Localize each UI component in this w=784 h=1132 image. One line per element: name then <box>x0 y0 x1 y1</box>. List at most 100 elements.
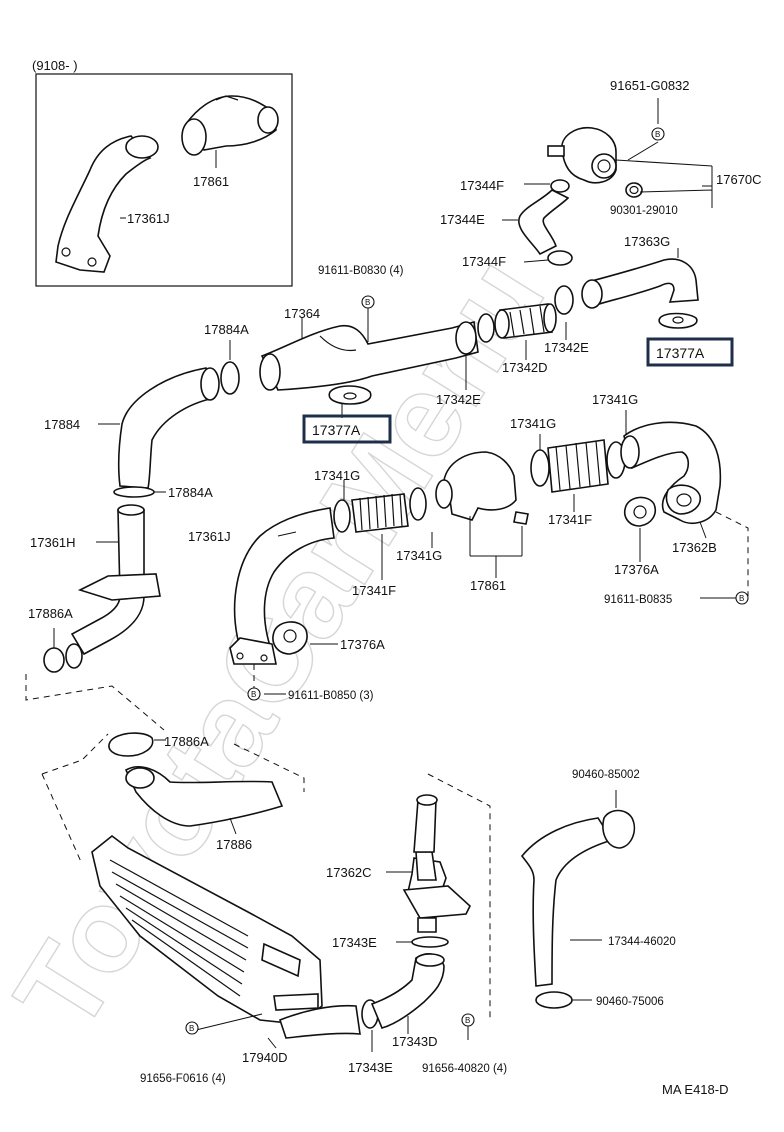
clamp-17344f-top <box>550 179 570 193</box>
hose-17884 <box>117 367 215 489</box>
hose-17344-46020-group <box>520 790 636 1009</box>
inset-elbow-17861 <box>185 95 277 151</box>
label-17342e-left: 17342E <box>436 392 481 407</box>
hose-17344e <box>518 189 570 256</box>
label-17376a-left: 17376A <box>340 637 385 652</box>
highlighted-part-17377a-left[interactable]: 17377A <box>302 414 392 444</box>
gasket-17376a-right <box>624 496 656 527</box>
pipe-17361h-group <box>43 504 161 673</box>
pipe-17361j <box>233 507 335 662</box>
pipe-17364 <box>260 320 479 391</box>
intercooler-group: B <box>91 732 379 1052</box>
label-90460-85002: 90460-85002 <box>572 769 640 781</box>
gasket-17377a-left <box>328 385 372 405</box>
pipe-17361h <box>70 509 145 656</box>
inset-label-17861: 17861 <box>193 174 229 189</box>
highlighted-part-17377a-right[interactable]: 17377A <box>646 337 734 367</box>
label-17341g-low: 17341G <box>396 548 442 563</box>
label-90301-29010: 90301-29010 <box>610 205 678 217</box>
clamp-17341g-left <box>333 499 351 533</box>
bolt-symbol-icon <box>361 295 375 309</box>
gasket-17377a-right <box>658 312 698 329</box>
label-17341g-mid: 17341G <box>510 416 556 431</box>
label-17343e-bot: 17343E <box>348 1060 393 1075</box>
label-91611-b0830: 91611-B0830 (4) <box>318 265 404 277</box>
label-17861: 17861 <box>470 578 506 593</box>
bolt-symbol-icon <box>735 591 749 605</box>
inset-label-17361j: 17361J <box>127 211 170 226</box>
label-17344-46020: 17344-46020 <box>608 936 676 948</box>
clamp-17886a-top <box>43 647 65 673</box>
label-17361j: 17361J <box>188 529 231 544</box>
label-17884a-top: 17884A <box>204 322 249 337</box>
label-diagram-code: MA E418-D <box>662 1082 728 1097</box>
label-91611-b0850: 91611-B0850 (3) <box>288 690 374 702</box>
bolt-symbol-icon <box>461 1013 475 1027</box>
label-17341f-right: 17341F <box>548 512 592 527</box>
label-17361h: 17361H <box>30 535 76 550</box>
inset-date-range: (9108- ) <box>32 58 78 73</box>
label-17886: 17886 <box>216 837 252 852</box>
hose-17344-46020 <box>520 817 614 987</box>
label-17341g-right: 17341G <box>592 392 638 407</box>
label-17363g: 17363G <box>624 234 670 249</box>
dashed-link-mid <box>41 733 109 775</box>
label-17362c: 17362C <box>326 865 372 880</box>
clamp-17344f-mid <box>547 250 573 266</box>
label-17342d: 17342D <box>502 360 548 375</box>
inset-pipe-flange <box>125 135 159 159</box>
clamp-17341g-mid <box>530 449 550 487</box>
clamp-17884a-top <box>220 361 240 395</box>
bolt-symbol-text: B <box>251 690 256 699</box>
dashed-link-cooler <box>41 743 305 865</box>
pipe-17363g <box>587 258 699 308</box>
valve-group: B <box>502 98 713 266</box>
label-17344f-top: 17344F <box>460 178 504 193</box>
highlighted-label-17377a-left: 17377A <box>312 422 361 438</box>
clamp-17341g-low <box>409 487 427 521</box>
pipe-17362c-upper <box>413 799 437 853</box>
bolt-symbol-text: B <box>365 298 370 307</box>
clamp-90460-85002 <box>602 809 636 849</box>
clamp-17886a-mid <box>108 732 154 757</box>
bolt-symbol-text: B <box>739 594 744 603</box>
highlighted-label-17377a-right: 17377A <box>656 345 705 361</box>
middle-pipe-group: B B <box>229 410 749 701</box>
label-17884: 17884 <box>44 417 80 432</box>
label-17341f-left: 17341F <box>352 583 396 598</box>
label-17884a-bot: 17884A <box>168 485 213 500</box>
pipe-17362c-group: B <box>370 773 491 1040</box>
label-17344f-mid: 17344F <box>462 254 506 269</box>
label-90460-75006: 90460-75006 <box>596 996 664 1008</box>
clamp-17884a-bot <box>113 486 155 498</box>
bolt-symbol-icon <box>651 127 665 141</box>
gasket-17376a-left <box>272 621 308 655</box>
label-17341g-left: 17341G <box>314 468 360 483</box>
label-17343e-top: 17343E <box>332 935 377 950</box>
bolt-symbol-text: B <box>655 130 660 139</box>
label-17886a-mid: 17886A <box>164 734 209 749</box>
label-17886a-top: 17886A <box>28 606 73 621</box>
label-91656-40820: 91656-40820 (4) <box>422 1063 507 1075</box>
dashed-link-left <box>25 674 165 731</box>
bolt-symbol-icon <box>247 687 261 701</box>
clamp-90460-75006 <box>535 991 573 1009</box>
label-17940d: 17940D <box>242 1050 288 1065</box>
intercooler-17940d <box>91 834 323 1025</box>
hose-17886 <box>124 766 284 827</box>
label-91656-f0616: 91656-F0616 (4) <box>140 1073 226 1085</box>
label-17364: 17364 <box>284 306 320 321</box>
upper-pipe-group: B <box>98 185 712 498</box>
bolt-symbol-text: B <box>465 1016 470 1025</box>
label-91651-g0832: 91651-G0832 <box>610 78 690 93</box>
label-17343d: 17343D <box>392 1034 438 1049</box>
label-91611-b0835: 91611-B0835 <box>604 594 672 606</box>
clamp-17342e-left <box>477 313 495 343</box>
label-17344e: 17344E <box>440 212 485 227</box>
label-17362b: 17362B <box>672 540 717 555</box>
labels: 91651-G0832 17670C 17344F 17344E 90301-2… <box>28 78 762 1097</box>
inset-box: (9108- ) 17361J 17861 <box>32 58 293 287</box>
bolt-symbol-icon <box>185 1021 199 1035</box>
inset-pipe-17361j <box>55 135 152 273</box>
